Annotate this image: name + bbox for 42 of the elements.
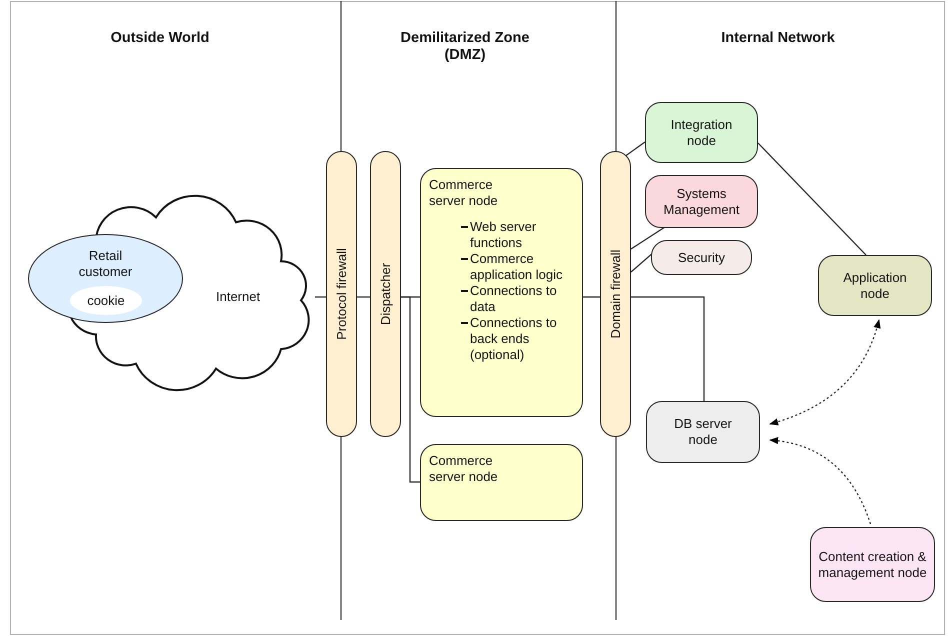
connector-line — [357, 296, 370, 298]
connector-line — [401, 296, 420, 483]
node-label: cookie — [86, 292, 126, 308]
vertical-pill — [600, 151, 631, 437]
dotted-arrow — [769, 437, 872, 524]
connector-line — [624, 142, 646, 158]
column-heading: Internal Network — [720, 30, 836, 47]
rounded-box — [651, 240, 752, 275]
list-item: Connections to back ends (optional) — [470, 315, 557, 362]
list-item: Connections to data — [470, 283, 557, 314]
connector-line — [630, 226, 666, 250]
connector-line — [758, 142, 866, 256]
node-label: Retail customer — [78, 248, 134, 280]
rounded-box — [645, 102, 758, 163]
node-label: Domain firewall — [608, 250, 624, 338]
list-item: Commerce application logic — [470, 251, 563, 282]
vertical-pill — [326, 151, 357, 437]
column-heading: Demilitarized Zone (DMZ) — [400, 30, 530, 64]
node-label: Commerce server node — [429, 453, 499, 485]
node-title: Commerce server node — [429, 177, 499, 209]
node-label: DB server node — [673, 416, 733, 448]
node-label: Protocol firewall — [334, 248, 350, 340]
rounded-box — [646, 401, 760, 463]
node-label: Content creation & management node — [817, 548, 928, 580]
connector-line — [583, 296, 600, 298]
node-label: Dispatcher — [378, 262, 394, 326]
list-item: Web server functions — [470, 219, 536, 250]
column-heading: Outside World — [110, 30, 210, 47]
rounded-box — [645, 175, 758, 228]
connector-line — [631, 296, 705, 401]
rounded-box — [420, 168, 583, 417]
rounded-box — [810, 527, 935, 602]
node-label: Systems Management — [662, 186, 740, 218]
node-label: Security — [677, 250, 726, 266]
node-label: Integration node — [670, 116, 734, 148]
vertical-pill — [370, 151, 401, 437]
rounded-box — [420, 444, 583, 521]
dotted-arrow — [769, 319, 880, 426]
connector-line — [315, 296, 326, 298]
node-label: Application node — [842, 270, 908, 302]
rounded-box — [818, 255, 932, 316]
node-label: Internet — [215, 289, 262, 305]
